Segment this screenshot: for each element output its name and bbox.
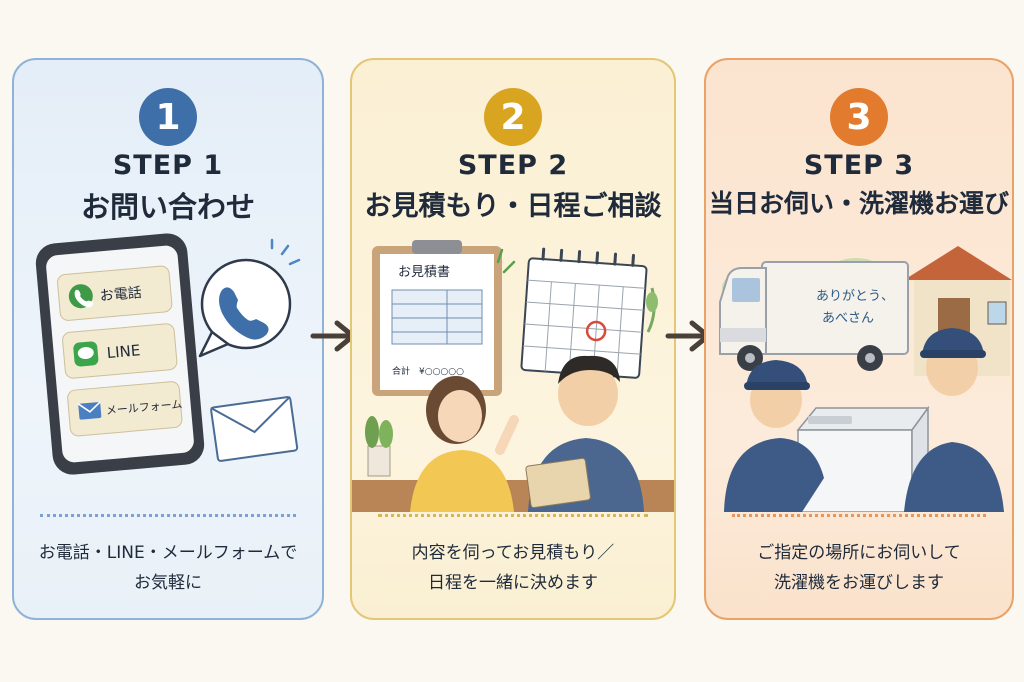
staff-figure-right — [904, 328, 1004, 512]
step-3-title: 当日お伺い・洗濯機お運び — [708, 189, 1009, 218]
step-3-description-line-1: ご指定の場所にお伺いして — [757, 543, 961, 563]
step-1-number-badge: 1 — [139, 88, 197, 146]
truck-icon: ありがとう、 あべさん — [719, 261, 909, 371]
step-1-description-line-1: お電話・LINE・メールフォームで — [38, 543, 298, 563]
customer-figure — [410, 376, 519, 512]
speech-bubble-phone-icon — [198, 238, 301, 358]
step-1-card: 1 STEP 1 お問い合わせ お電話 LINE メールフォーム — [12, 58, 324, 620]
step-1-title: お問い合わせ — [80, 190, 255, 224]
estimate-total: 合計 ¥○○○○○ — [392, 365, 464, 377]
smartphone-icon: お電話 LINE メールフォーム — [35, 233, 205, 475]
step-2-description: 内容を伺ってお見積もり／ 日程を一緒に決めます — [352, 538, 674, 598]
step-3-illustration: ありがとう、 あべさん — [719, 246, 1012, 512]
step-1-illustration: お電話 LINE メールフォーム — [35, 233, 301, 475]
step-3-description-line-2: 洗濯機をお運びします — [774, 573, 944, 593]
step-2-description-line-2: 日程を一緒に決めます — [428, 573, 598, 593]
step-3-divider — [732, 514, 986, 517]
step-3-card: 3 STEP 3 当日お伺い・洗濯機お運び ありがとう、 あべさん — [704, 58, 1014, 620]
step-2-divider — [378, 514, 648, 517]
step-2-number-badge: 2 — [484, 88, 542, 146]
step-1-description-line-2: お気軽に — [134, 573, 202, 593]
phone-item-0: お電話 — [99, 284, 142, 305]
staff-figure — [525, 355, 644, 512]
clipboard-icon: お見積書 合計 ¥○○○○○ — [372, 240, 502, 396]
phone-item-1: LINE — [106, 341, 141, 362]
step-2-description-line-1: 内容を伺ってお見積もり／ — [411, 543, 615, 563]
step-1-divider — [40, 514, 296, 517]
step-3-label: STEP 3 — [803, 150, 915, 181]
step-2-card: 2 STEP 2 お見積もり・日程ご相談 お見積書 合計 ¥○○○○○ — [350, 58, 676, 620]
step-1-description: お電話・LINE・メールフォームで お気軽に — [14, 538, 322, 598]
step-3-number-badge: 3 — [830, 88, 888, 146]
step-2-label: STEP 2 — [457, 150, 569, 181]
staff-figure-left — [724, 360, 824, 512]
step-1-label: STEP 1 — [112, 150, 224, 181]
truck-text-line-2: あべさん — [822, 311, 874, 326]
envelope-icon — [210, 395, 299, 462]
step-2-title: お見積もり・日程ご相談 — [364, 191, 662, 222]
step-3-description: ご指定の場所にお伺いして 洗濯機をお運びします — [706, 538, 1012, 598]
step-2-illustration: お見積書 合計 ¥○○○○○ — [352, 240, 674, 512]
estimate-doc-title: お見積書 — [398, 265, 450, 280]
truck-text-line-1: ありがとう、 — [816, 289, 894, 304]
